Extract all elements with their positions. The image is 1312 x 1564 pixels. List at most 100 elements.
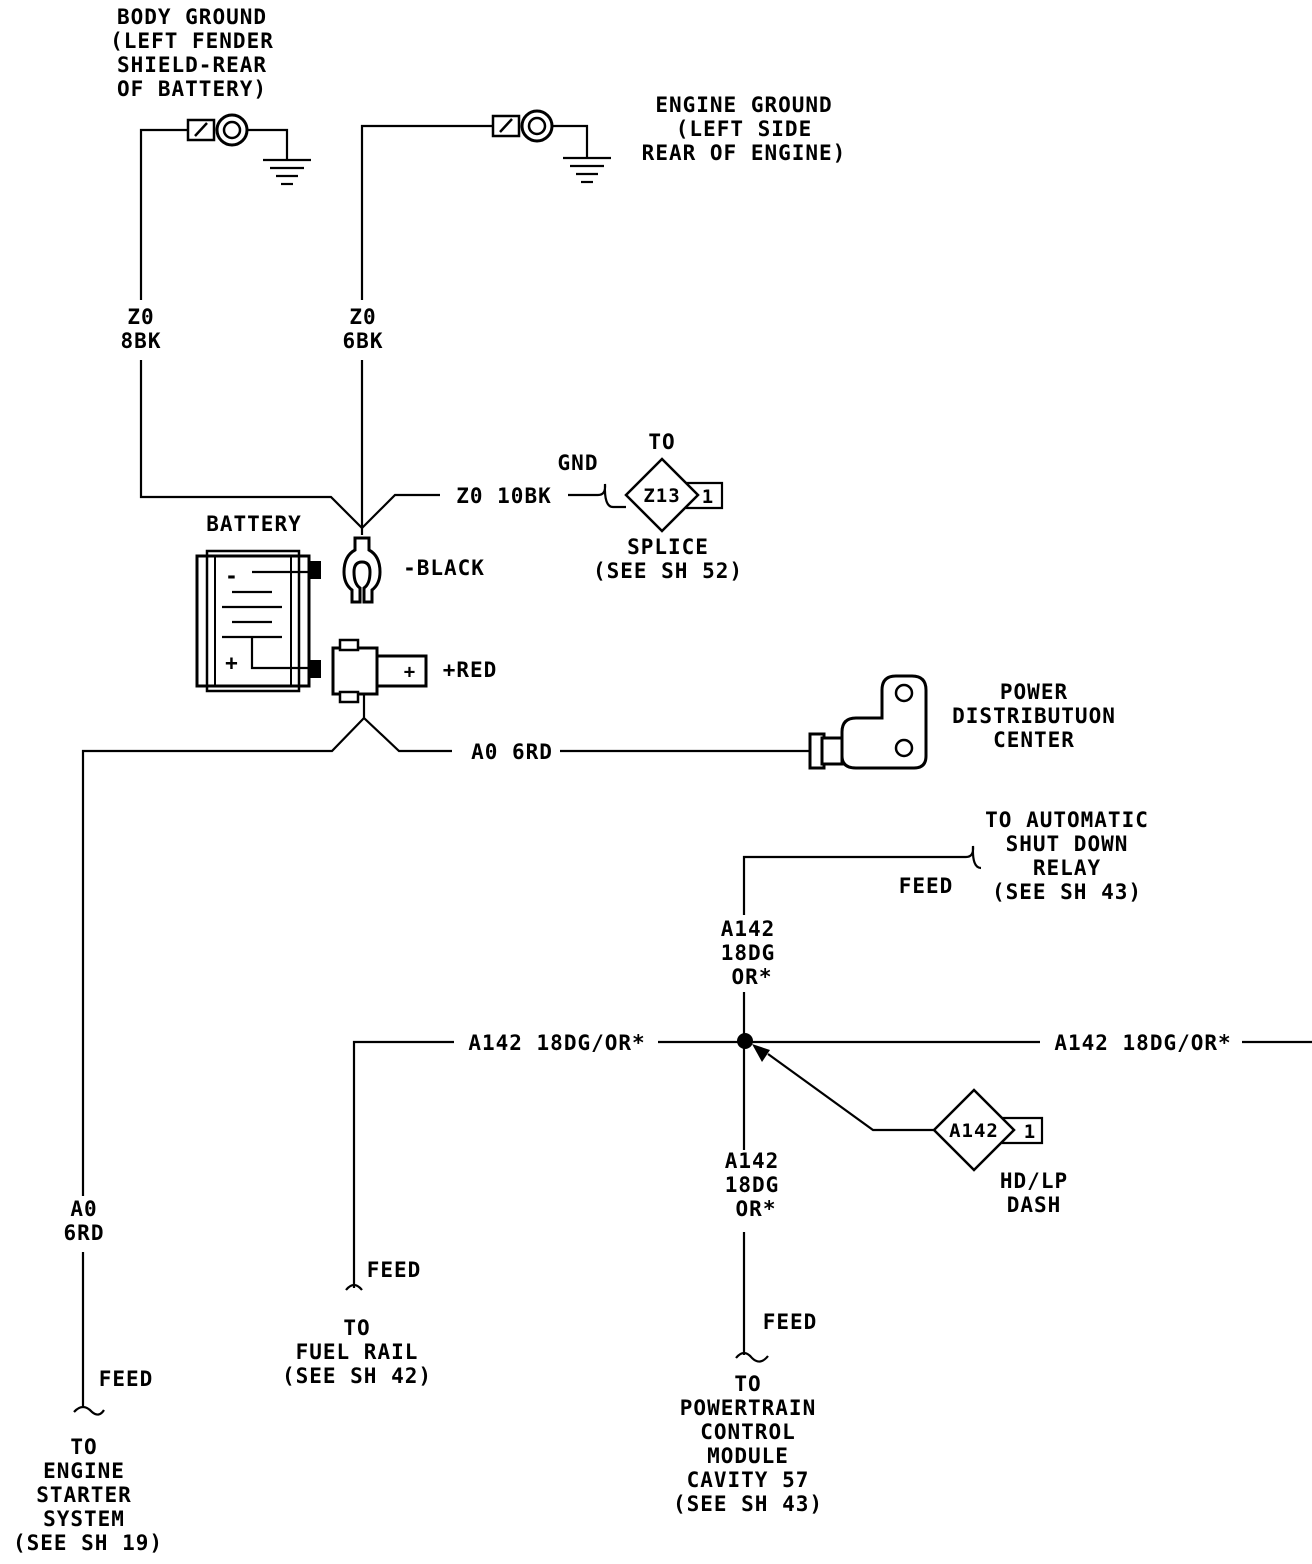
hdlp-connector: A142 1 [932, 1088, 1044, 1172]
wire-a142-upper-label: A142 18DG OR* [721, 917, 776, 989]
svg-text:HD/LP: HD/LP [1000, 1169, 1068, 1193]
svg-text:SYSTEM: SYSTEM [43, 1507, 125, 1531]
svg-text:CAVITY 57: CAVITY 57 [687, 1468, 810, 1492]
engine-ground-label: ENGINE GROUND (LEFT SIDE REAR OF ENGINE) [642, 93, 847, 165]
starter-label: TO ENGINE STARTER SYSTEM (SEE SH 19) [13, 1435, 163, 1555]
svg-text:A0: A0 [70, 1197, 97, 1221]
svg-text:(LEFT SIDE: (LEFT SIDE [676, 117, 812, 141]
svg-text:(SEE SH 52): (SEE SH 52) [593, 559, 743, 583]
svg-text:1: 1 [702, 486, 714, 508]
splice-node [737, 1033, 753, 1049]
wire-a142-left-label: A142 18DG/OR* [468, 1031, 645, 1055]
svg-text:DASH: DASH [1007, 1193, 1062, 1217]
svg-text:BODY GROUND: BODY GROUND [117, 5, 267, 29]
svg-text:OR*: OR* [736, 1197, 777, 1221]
svg-text:-: - [225, 564, 239, 588]
wire-z0-6bk-top [360, 124, 493, 300]
svg-text:CONTROL: CONTROL [700, 1420, 796, 1444]
svg-text:(SEE SH 42): (SEE SH 42) [282, 1364, 432, 1388]
svg-text:TO: TO [648, 430, 675, 454]
asd-feed-label: FEED [899, 874, 954, 898]
battery-positive-label: +RED [443, 658, 498, 682]
wire-a142-asd [742, 845, 982, 915]
pcm-feed-label: FEED [763, 1310, 818, 1334]
pcm-connector-mark [735, 1351, 769, 1363]
svg-text:6RD: 6RD [64, 1221, 105, 1245]
svg-text:A142: A142 [949, 1120, 999, 1142]
svg-text:TO: TO [734, 1372, 761, 1396]
svg-text:MODULE: MODULE [707, 1444, 789, 1468]
body-ground-eyelet [186, 113, 249, 147]
splice-z13-label: SPLICE (SEE SH 52) [593, 535, 743, 583]
svg-text:CENTER: CENTER [993, 728, 1075, 752]
splice-z13-connector: GND TO Z13 1 [558, 430, 724, 533]
starter-connector-mark [73, 1405, 105, 1416]
svg-text:18DG: 18DG [725, 1173, 780, 1197]
battery-positive-terminal: + [331, 638, 428, 704]
svg-text:STARTER: STARTER [36, 1483, 132, 1507]
wire-a0-6rd-starter [81, 717, 365, 1408]
engine-ground-symbol [552, 124, 611, 184]
battery-label: BATTERY [206, 512, 302, 536]
svg-text:A142: A142 [725, 1149, 780, 1173]
svg-text:+: + [225, 651, 239, 675]
pcm-label: TO POWERTRAIN CONTROL MODULE CAVITY 57 (… [673, 1372, 823, 1516]
svg-text:POWER: POWER [1000, 680, 1068, 704]
wire-z0-8bk-top [139, 128, 188, 300]
wire-a0-6rd-vertical-label: A0 6RD [64, 1197, 105, 1245]
battery-negative-label: -BLACK [403, 556, 485, 580]
asd-relay-label: TO AUTOMATIC SHUT DOWN RELAY (SEE SH 43) [985, 808, 1149, 904]
battery-symbol: - + [195, 549, 321, 693]
svg-text:RELAY: RELAY [1033, 856, 1101, 880]
svg-text:OF BATTERY): OF BATTERY) [117, 77, 267, 101]
svg-text:POWERTRAIN: POWERTRAIN [680, 1396, 816, 1420]
battery-negative-terminal [342, 536, 382, 604]
wire-a0-6rd-pdc [362, 694, 812, 753]
svg-text:Z0: Z0 [127, 305, 154, 329]
wire-a142-lower-label: A142 18DG OR* [725, 1149, 780, 1221]
wire-a0-6rd-horizontal-label: A0 6RD [471, 740, 553, 764]
svg-text:DISTRIBUTUON: DISTRIBUTUON [952, 704, 1116, 728]
wire-z0-10bk-label: Z0 10BK [456, 484, 552, 508]
fuel-rail-label: TO FUEL RAIL (SEE SH 42) [282, 1316, 432, 1388]
svg-text:ENGINE: ENGINE [43, 1459, 125, 1483]
svg-text:ENGINE GROUND: ENGINE GROUND [655, 93, 832, 117]
wire-a142-left [352, 1040, 744, 1288]
svg-text:+: + [404, 661, 416, 683]
svg-text:(SEE SH 43): (SEE SH 43) [992, 880, 1142, 904]
svg-text:18DG: 18DG [721, 941, 776, 965]
svg-text:TO: TO [70, 1435, 97, 1459]
wire-z0-8bk-bottom [139, 360, 363, 529]
svg-text:Z13: Z13 [643, 485, 680, 507]
fuel-rail-connector-mark [345, 1283, 363, 1291]
svg-text:6BK: 6BK [343, 329, 384, 353]
svg-text:8BK: 8BK [121, 329, 162, 353]
svg-text:GND: GND [558, 451, 599, 475]
engine-ground-eyelet [491, 109, 554, 143]
body-ground-label: BODY GROUND (LEFT FENDER SHIELD-REAR OF … [110, 5, 274, 101]
pdc-connector [808, 674, 928, 770]
fuel-rail-feed-label: FEED [367, 1258, 422, 1282]
wire-z0-8bk-label: Z0 8BK [121, 305, 162, 353]
wire-z0-10bk [361, 493, 598, 529]
svg-text:A142: A142 [721, 917, 776, 941]
wire-a142-right-label: A142 18DG/OR* [1054, 1031, 1231, 1055]
svg-text:(LEFT FENDER: (LEFT FENDER [110, 29, 274, 53]
pdc-label: POWER DISTRIBUTUON CENTER [952, 680, 1116, 752]
svg-text:TO: TO [343, 1316, 370, 1340]
svg-text:1: 1 [1024, 1121, 1036, 1143]
wire-hdlp [767, 1053, 934, 1132]
hdlp-arrow [752, 1044, 770, 1062]
svg-text:SPLICE: SPLICE [627, 535, 709, 559]
wire-z0-6bk-label: Z0 6BK [343, 305, 384, 353]
body-ground-symbol [247, 128, 311, 186]
svg-text:FUEL RAIL: FUEL RAIL [296, 1340, 419, 1364]
svg-text:(SEE SH 43): (SEE SH 43) [673, 1492, 823, 1516]
svg-text:SHUT DOWN: SHUT DOWN [1006, 832, 1129, 856]
svg-text:Z0: Z0 [349, 305, 376, 329]
svg-text:(SEE SH 19): (SEE SH 19) [13, 1531, 163, 1555]
svg-text:SHIELD-REAR: SHIELD-REAR [117, 53, 267, 77]
svg-text:REAR OF ENGINE): REAR OF ENGINE) [642, 141, 847, 165]
svg-text:TO AUTOMATIC: TO AUTOMATIC [985, 808, 1149, 832]
